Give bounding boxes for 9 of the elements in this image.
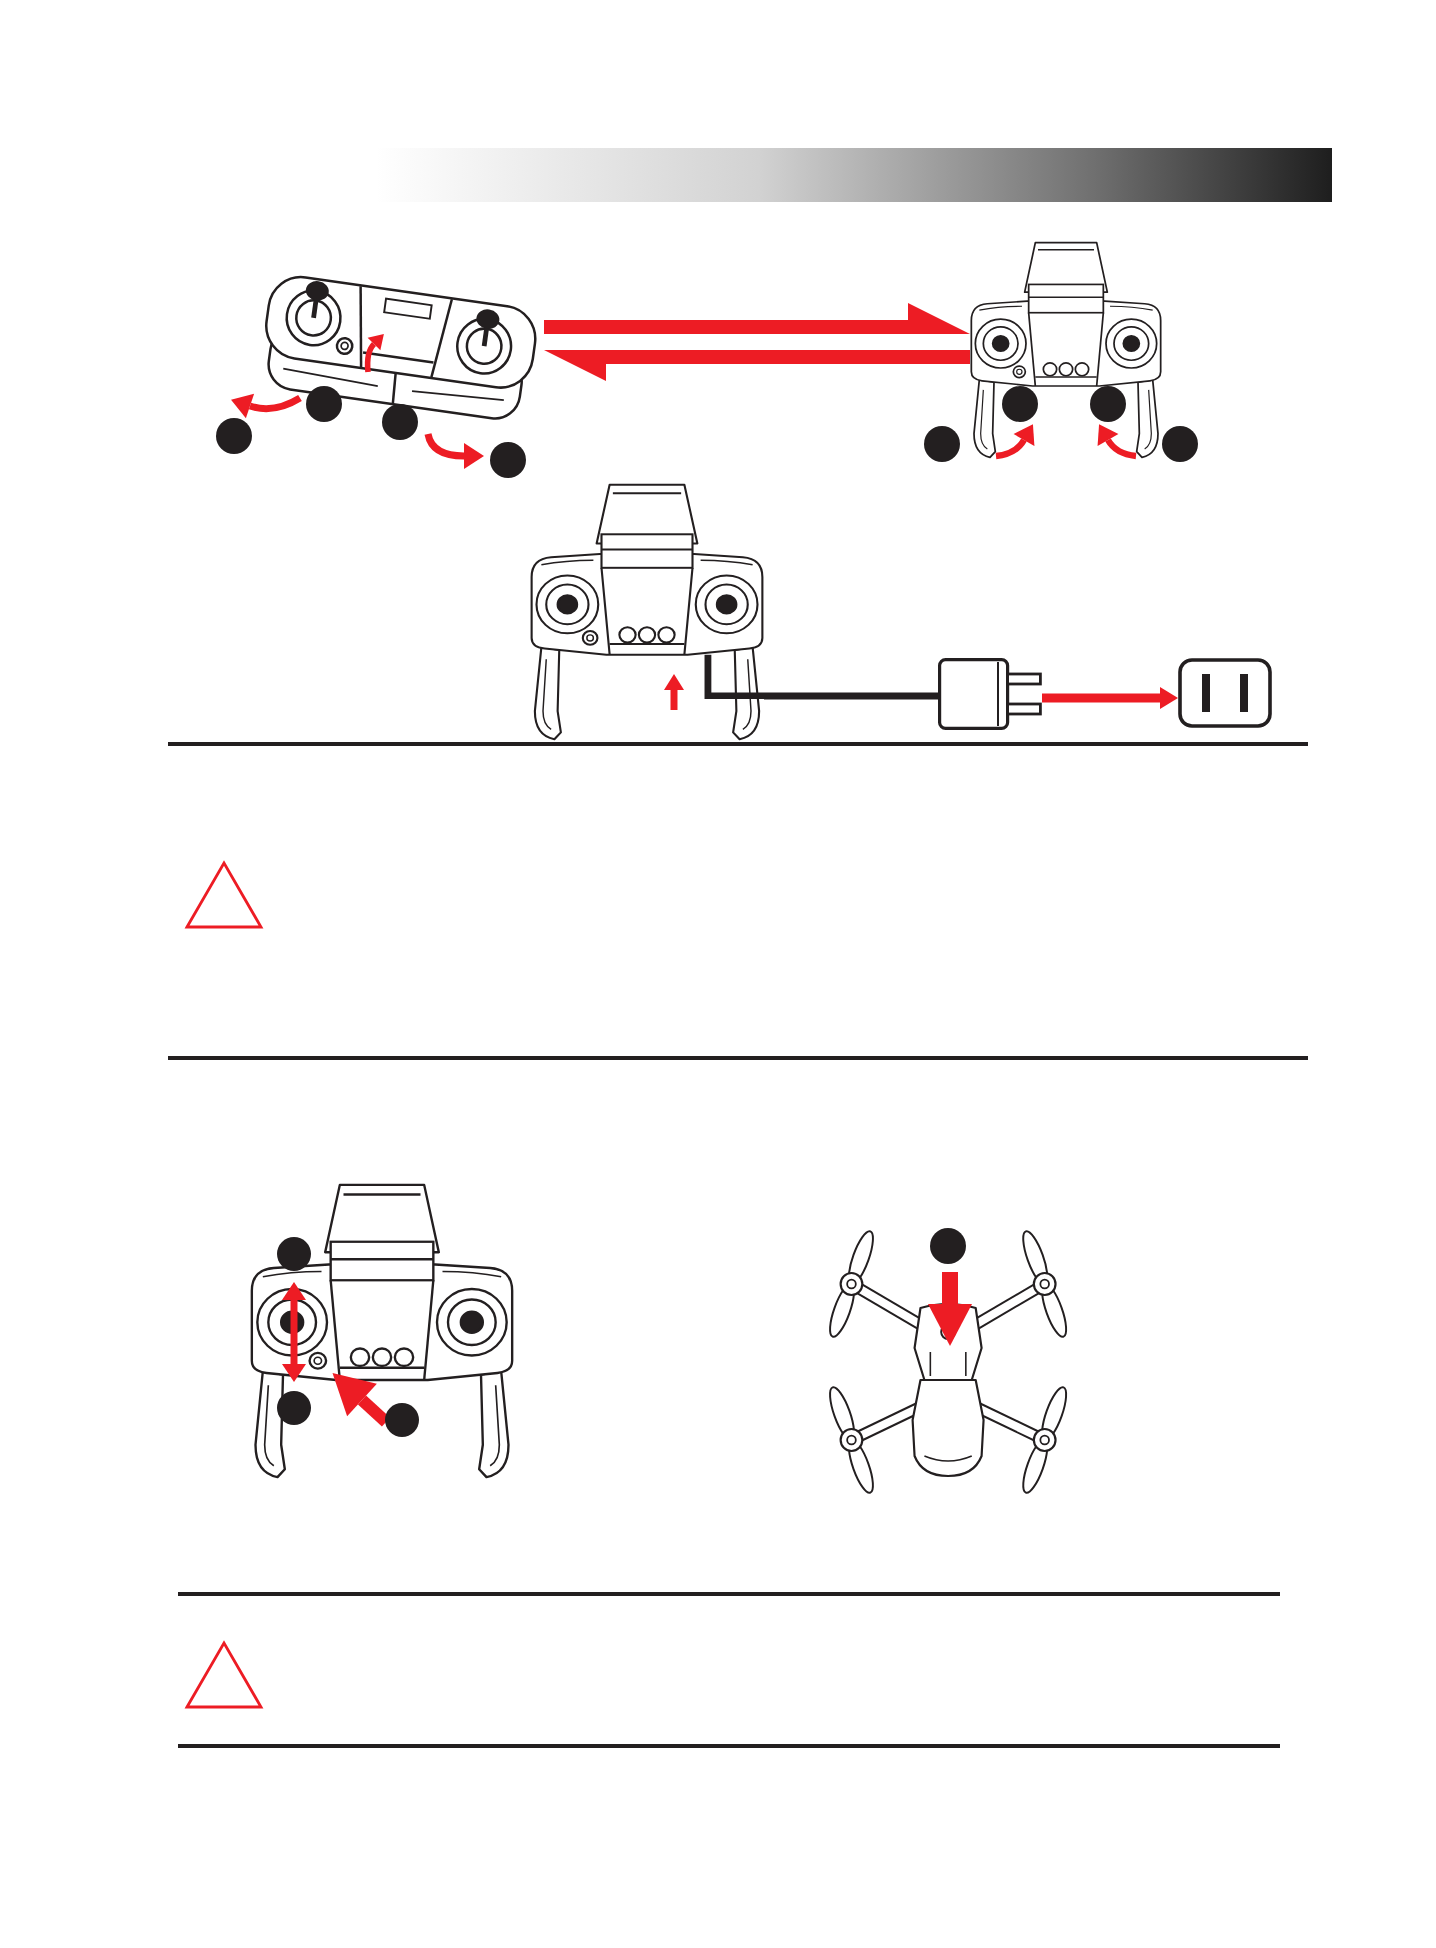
charger-plug-drawing xyxy=(938,658,1042,730)
remote-controller-drawing xyxy=(250,1184,514,1478)
charging-cable xyxy=(764,692,938,700)
arrow xyxy=(544,350,970,381)
remote-controller-drawing xyxy=(970,242,1162,458)
remote-controller-drawing xyxy=(530,484,764,740)
arrow xyxy=(544,303,970,334)
wall-socket-drawing xyxy=(1178,658,1272,728)
arrow xyxy=(1042,687,1178,709)
